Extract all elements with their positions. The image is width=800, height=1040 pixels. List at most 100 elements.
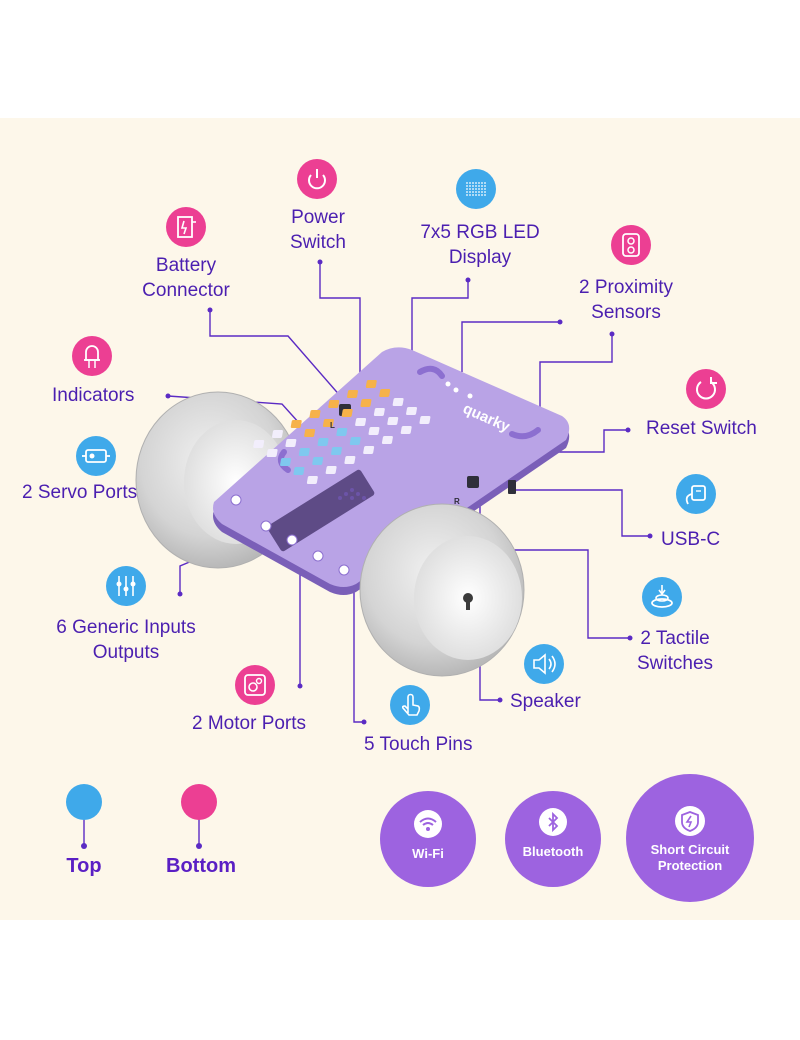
led-icon-dot bbox=[484, 185, 486, 187]
led-icon-dot bbox=[484, 194, 486, 196]
led-pixel bbox=[331, 447, 342, 455]
led-pixel bbox=[344, 456, 356, 464]
led-pixel bbox=[355, 418, 367, 426]
led-pixel bbox=[325, 466, 337, 474]
led-pixel bbox=[304, 429, 316, 437]
led-pixel bbox=[336, 428, 348, 436]
leader-proximity-2 bbox=[539, 334, 613, 418]
label-battery-connector: Battery Connector bbox=[142, 255, 230, 301]
led-icon-dot bbox=[472, 185, 474, 187]
led-pixel bbox=[328, 400, 340, 408]
feature-wifi-label: Wi-Fi bbox=[412, 846, 444, 861]
led-icon-dot bbox=[481, 185, 483, 187]
label-tactile-switches: 2 Tactile Switches bbox=[636, 628, 714, 674]
led-pixel bbox=[266, 449, 278, 457]
led-icon-dot bbox=[469, 188, 471, 190]
led-pixel bbox=[365, 380, 377, 388]
led-icon-dot bbox=[466, 182, 468, 184]
led-pixel bbox=[387, 417, 399, 425]
led-icon-dot bbox=[478, 185, 480, 187]
right-wheel bbox=[359, 503, 525, 677]
led-icon-dot bbox=[466, 185, 468, 187]
led-pixel bbox=[381, 436, 393, 444]
led-icon-dot bbox=[475, 188, 477, 190]
label-generic-io: 6 Generic Inputs Outputs bbox=[56, 617, 196, 663]
label-usb-c: USB-C bbox=[661, 529, 721, 550]
leader-led-display bbox=[411, 280, 469, 392]
shield-icon bbox=[675, 806, 705, 836]
led-icon-dot bbox=[466, 191, 468, 193]
led-icon-dot bbox=[484, 188, 486, 190]
bluetooth-icon bbox=[539, 808, 567, 836]
led-pixel bbox=[322, 419, 334, 427]
touch-icon bbox=[390, 685, 430, 725]
led-icon-dot bbox=[472, 194, 474, 196]
led-pixel bbox=[293, 467, 305, 475]
servo-icon bbox=[76, 436, 116, 476]
led-icon-dot bbox=[484, 191, 486, 193]
led-pixel bbox=[290, 420, 302, 428]
led-icon-dot bbox=[478, 194, 480, 196]
board: quarky L R bbox=[213, 347, 570, 595]
led-bulb-icon bbox=[72, 336, 112, 376]
led-matrix-icon bbox=[456, 169, 496, 209]
label-motor-ports: 2 Motor Ports bbox=[192, 713, 307, 734]
label-speaker: Speaker bbox=[510, 691, 581, 712]
led-pixel bbox=[392, 398, 404, 406]
leader-battery-connector bbox=[209, 310, 343, 399]
led-pixel bbox=[368, 427, 380, 435]
leader-power-switch bbox=[319, 262, 361, 392]
reset-icon bbox=[686, 369, 726, 409]
led-icon-dot bbox=[469, 191, 471, 193]
speaker-icon bbox=[524, 644, 564, 684]
led-pixel bbox=[406, 407, 417, 415]
led-icon-dot bbox=[481, 194, 483, 196]
led-icon-dot bbox=[475, 182, 477, 184]
legend-top-label: Top bbox=[66, 855, 102, 877]
led-icon-dot bbox=[478, 191, 480, 193]
led-icon-dot bbox=[481, 188, 483, 190]
led-icon-dot bbox=[478, 188, 480, 190]
led-pixel bbox=[419, 416, 431, 424]
proximity-sensor-icon bbox=[611, 225, 651, 265]
led-icon-dot bbox=[469, 185, 471, 187]
label-touch-pins: 5 Touch Pins bbox=[364, 734, 473, 755]
label-power-switch: Power Switch bbox=[290, 207, 346, 253]
label-reset-switch: Reset Switch bbox=[646, 418, 757, 439]
led-pixel bbox=[306, 476, 318, 484]
io-pins-icon bbox=[106, 566, 146, 606]
led-pixel bbox=[298, 448, 310, 456]
feature-bluetooth-label: Bluetooth bbox=[522, 844, 584, 859]
power-icon bbox=[297, 159, 337, 199]
leader-touch-pins bbox=[353, 586, 364, 723]
led-pixel bbox=[285, 439, 297, 447]
led-pixel bbox=[253, 440, 265, 448]
led-icon-dot bbox=[472, 182, 474, 184]
led-icon-dot bbox=[484, 182, 486, 184]
led-pixel bbox=[363, 446, 375, 454]
leader-proximity-sensors bbox=[461, 321, 560, 372]
led-icon-dot bbox=[475, 194, 477, 196]
label-proximity-sensors: 2 Proximity Sensors bbox=[579, 277, 673, 323]
led-icon-dot bbox=[481, 182, 483, 184]
tactile-switch-icon bbox=[642, 577, 682, 617]
led-pixel bbox=[280, 458, 292, 466]
legend-top-swatch bbox=[66, 784, 102, 820]
led-icon-dot bbox=[481, 191, 483, 193]
board-key-right: R bbox=[454, 497, 460, 506]
led-pixel bbox=[317, 438, 329, 446]
feature-wifi bbox=[380, 791, 476, 887]
legend-bottom-swatch bbox=[181, 784, 217, 820]
led-pixel bbox=[379, 389, 391, 397]
led-pixel bbox=[312, 457, 324, 465]
led-matrix bbox=[253, 380, 431, 484]
wifi-icon bbox=[414, 810, 442, 838]
legend-bottom-label: Bottom bbox=[166, 855, 236, 877]
led-pixel bbox=[360, 399, 372, 407]
leader-usb-c bbox=[516, 489, 650, 537]
feature-short-circuit-label: Short Circuit Protection bbox=[650, 842, 730, 873]
battery-connector-icon bbox=[166, 207, 206, 247]
led-pixel bbox=[373, 408, 385, 416]
led-pixel bbox=[309, 410, 321, 418]
